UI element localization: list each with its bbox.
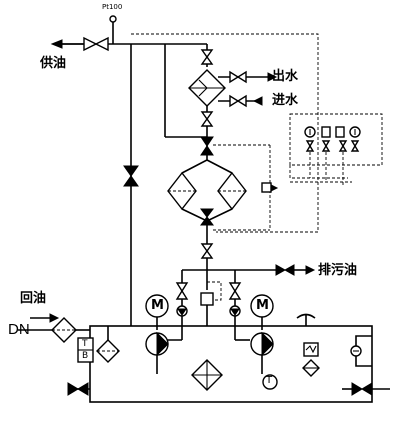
water-in-label: 进水 <box>272 93 299 108</box>
right-pump-valve-icon <box>228 282 242 300</box>
water-in-valve-icon <box>229 94 247 108</box>
tb-top-letter: T <box>82 339 88 349</box>
thermometer-icon <box>262 374 278 390</box>
filter-left-icon <box>167 171 197 211</box>
filter-right-icon <box>217 171 247 211</box>
water-out-arrow-icon <box>267 72 278 82</box>
return-oil-label: 回油 <box>20 291 47 306</box>
supply-arrow-icon <box>50 39 63 49</box>
water-out-label: 出水 <box>272 69 299 84</box>
left-motor-letter: M <box>151 298 164 313</box>
diff-pressure-switch-icon <box>261 182 272 193</box>
dn-label: DN <box>8 321 30 338</box>
tb-bottom-letter: B <box>82 351 89 361</box>
level-switch-icon <box>303 342 319 357</box>
left-pump-valve-icon <box>175 282 189 300</box>
pt100-sensor-icon <box>109 15 117 23</box>
oil-tank <box>89 325 373 403</box>
drain-oil-label: 排污油 <box>318 263 358 278</box>
three-way-valve-top-icon <box>200 136 214 156</box>
tank-drain-right-valve-icon <box>351 382 373 396</box>
relief-valve-icon <box>200 292 214 306</box>
supply-oil-label: 供油 <box>40 56 67 71</box>
right-motor-letter: M <box>256 298 269 313</box>
return-arrow-icon <box>49 313 60 323</box>
water-in-arrow-icon <box>252 96 263 106</box>
drain-valve-icon <box>275 264 295 276</box>
breather-icon <box>296 313 316 326</box>
three-way-valve-bottom-icon <box>200 208 214 226</box>
header-valve-icon <box>200 243 214 259</box>
water-out-valve-icon <box>229 70 247 84</box>
drain-arrow-icon <box>305 265 316 275</box>
cooler-outlet-valve-icon <box>200 111 214 127</box>
supply-valve-icon <box>83 36 109 52</box>
thermometer-letter: T <box>266 375 273 386</box>
pt100-label: Pt100 <box>102 3 123 11</box>
tank-drain-left-valve-icon <box>67 382 89 396</box>
pressure-gauge-panel <box>304 126 361 152</box>
cooler-inlet-valve-icon <box>200 49 214 65</box>
riser-check-valve-icon <box>123 165 139 187</box>
